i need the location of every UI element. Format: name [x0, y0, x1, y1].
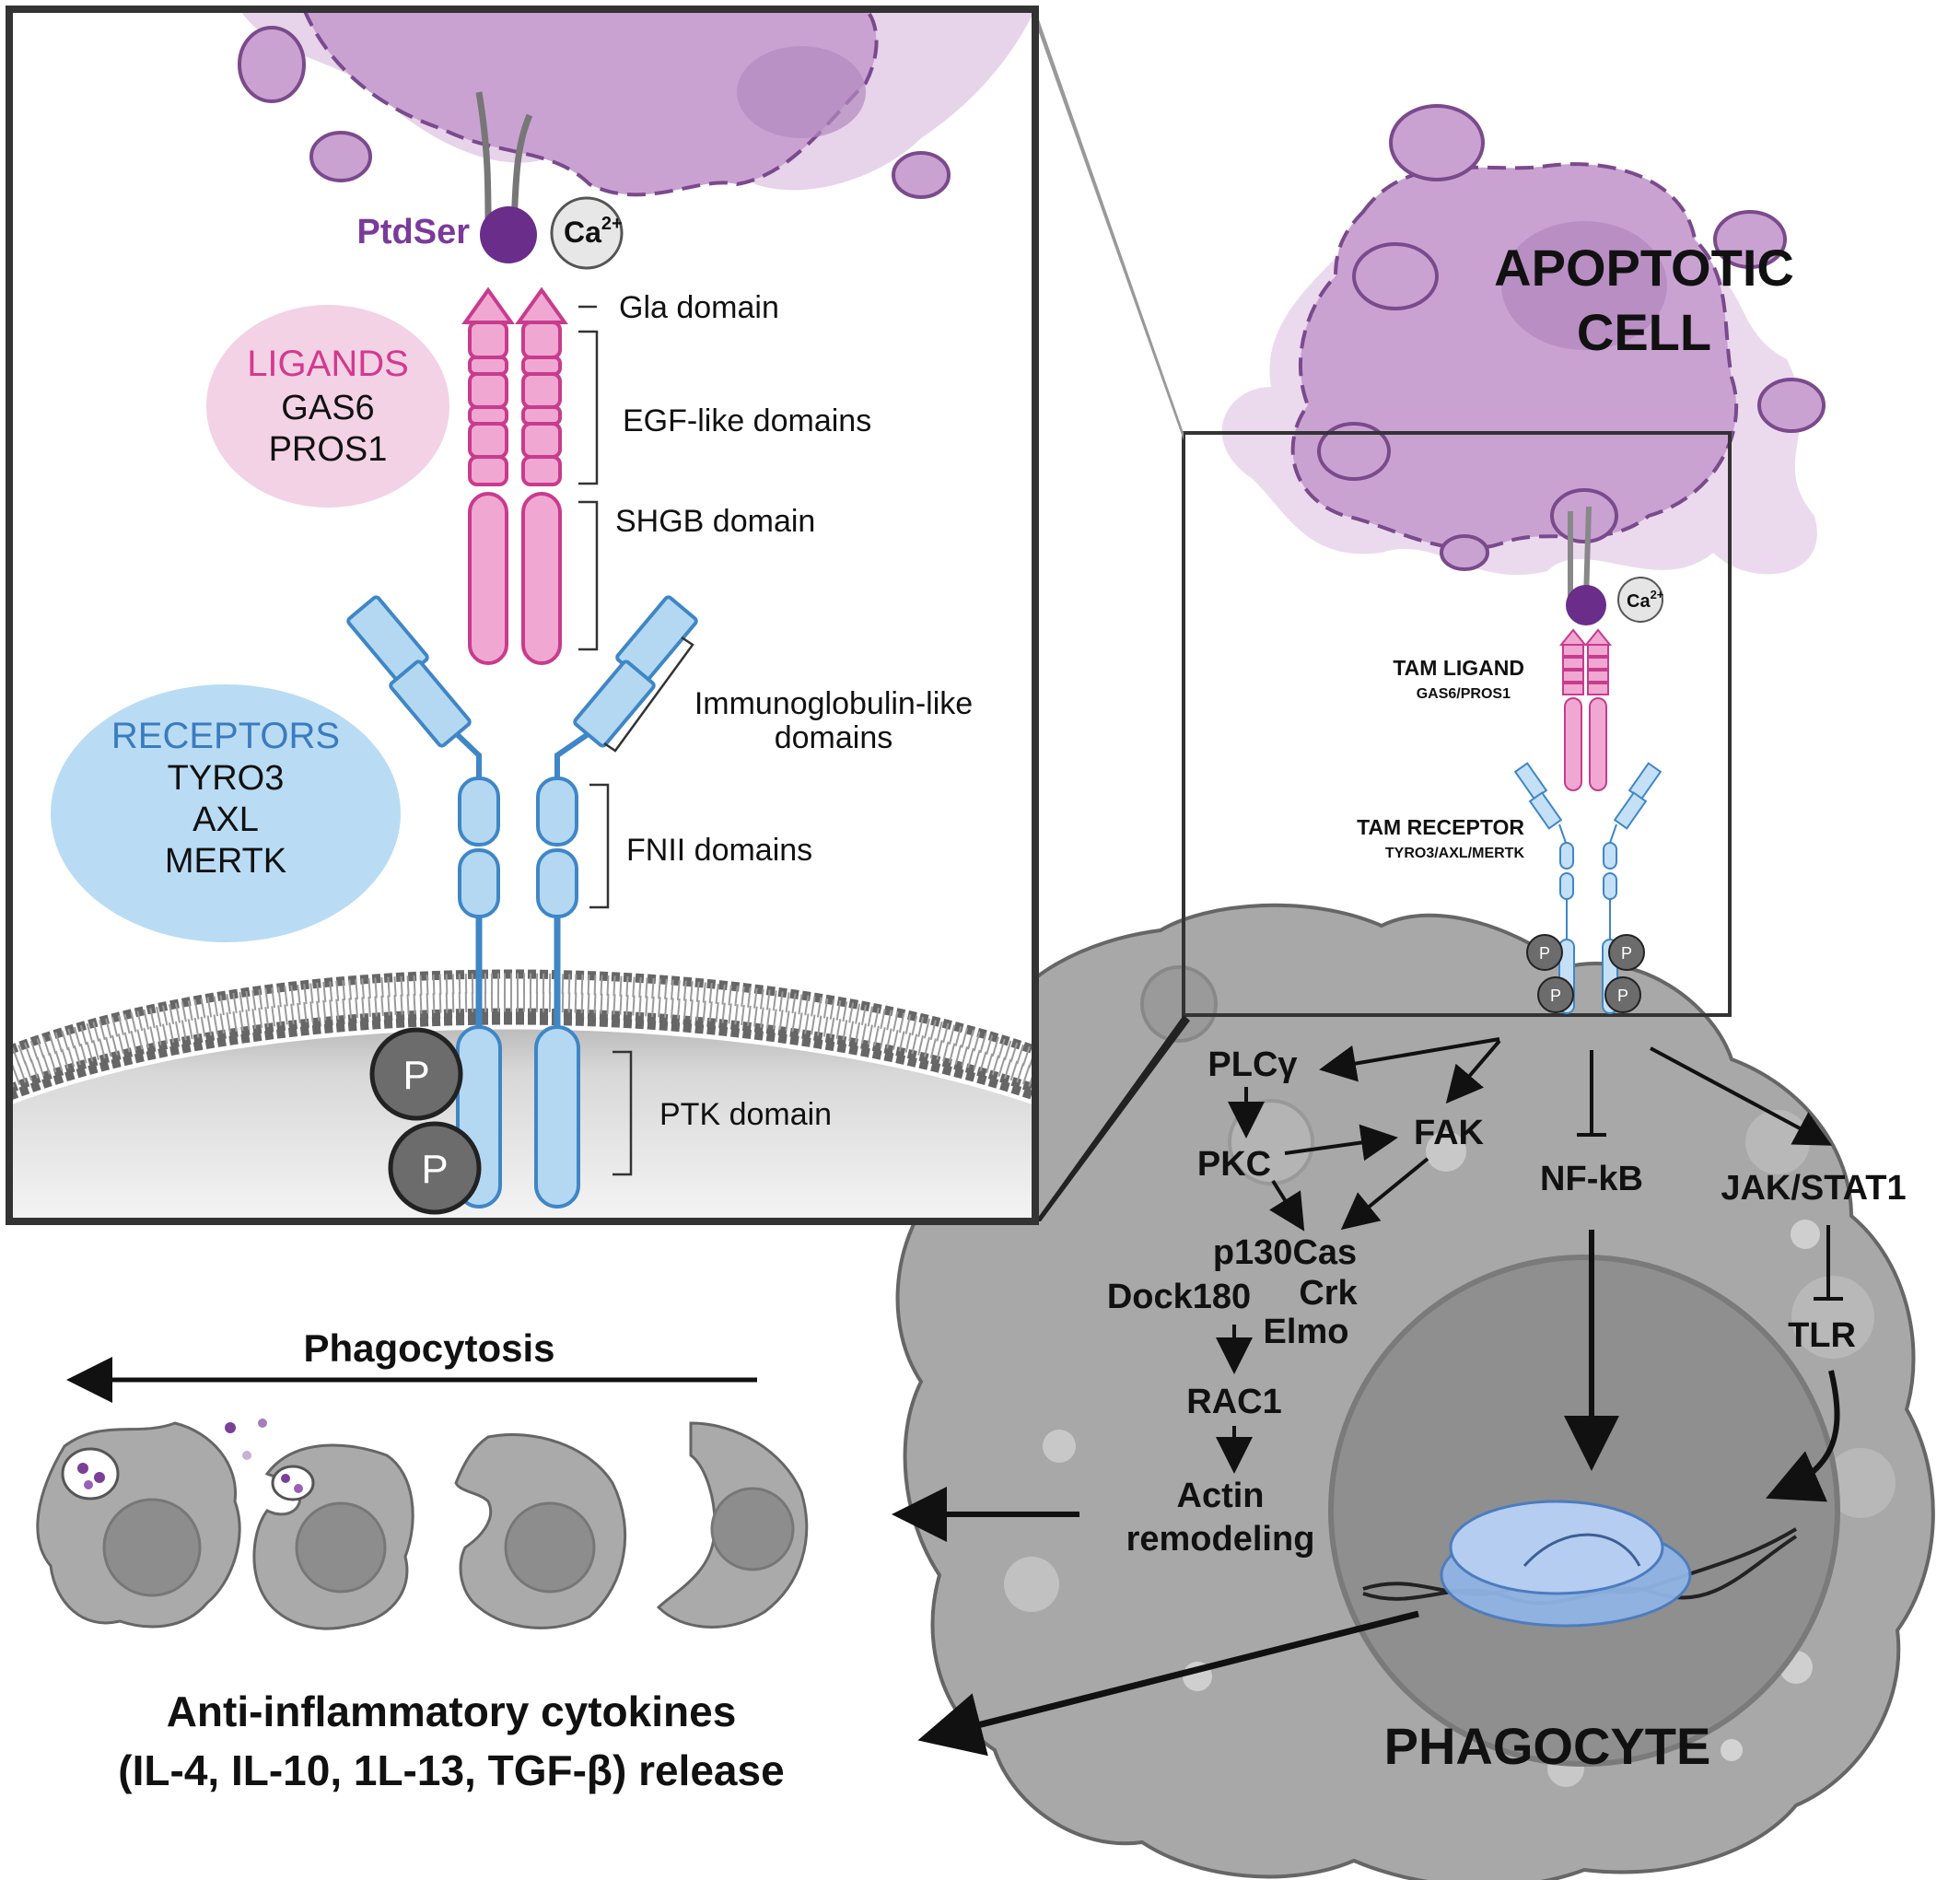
dock180-label: Dock180	[1107, 1278, 1251, 1316]
phagocytosis-cell-2	[252, 1443, 414, 1630]
phagocyte-cell	[895, 903, 1935, 1880]
phagocyte-label: PHAGOCYTE	[1384, 1717, 1711, 1775]
plcg-label: PLCγ	[1208, 1045, 1297, 1084]
svg-text:Ca2+: Ca2+	[1627, 588, 1664, 612]
receptor-axl: AXL	[192, 800, 259, 839]
pkc-label: PKC	[1197, 1145, 1271, 1184]
phagocytosis-cell-1	[36, 1421, 241, 1629]
ligand-structure	[461, 286, 568, 665]
actin-label-2: remodeling	[1126, 1520, 1315, 1559]
receptors-title: RECEPTORS	[111, 716, 340, 756]
inset-phospho-group: P P	[369, 1027, 482, 1215]
rac1-label: RAC1	[1186, 1383, 1281, 1421]
svg-text:P: P	[402, 1053, 429, 1098]
zoom-tam-receptor-sub: TYRO3/AXL/MERTK	[1385, 846, 1525, 861]
svg-text:P: P	[1621, 944, 1632, 963]
shgb-domain-label: SHGB domain	[615, 504, 815, 539]
svg-text:P: P	[1550, 987, 1561, 1005]
cytokines-label-2: (IL-4, IL-10, 1L-13, TGF-β) release	[118, 1746, 784, 1794]
apoptotic-cell-label-2: CELL	[1577, 303, 1711, 361]
zoom-calcium-ion	[1617, 577, 1663, 623]
pathway-arrows	[66, 1037, 1843, 1757]
zoom-tam-receptor-title: TAM RECEPTOR	[1357, 815, 1524, 839]
zoom-receptor	[1513, 762, 1662, 1014]
domain-brackets	[578, 305, 694, 1176]
phagocytosis-label: Phagocytosis	[303, 1326, 554, 1370]
jakstat1-label: JAK/STAT1	[1721, 1169, 1906, 1208]
zoom-tam-ligand-title: TAM LIGAND	[1393, 656, 1524, 680]
receptor-tyro3: TYRO3	[168, 759, 285, 798]
apoptotic-cell-label: APOPTOTIC	[1494, 239, 1794, 297]
ligand-gas6: GAS6	[281, 389, 374, 427]
ig-domain-label: Immunoglobulin-like	[694, 686, 973, 721]
fnii-domain-label: FNII domains	[626, 833, 812, 868]
ligand-pros1: PROS1	[269, 430, 388, 469]
svg-text:P: P	[1539, 944, 1550, 963]
zoom-box: Ca2+ TAM LIGAND GAS6/PROS1	[1182, 431, 1732, 1017]
receptor-mertk: MERTK	[165, 842, 286, 881]
svg-text:P: P	[421, 1147, 448, 1192]
zoom-tam-ligand-sub: GAS6/PROS1	[1417, 686, 1511, 702]
gla-domain-label: Gla domain	[619, 290, 779, 325]
elmo-label: Elmo	[1264, 1313, 1349, 1351]
calcium-ion	[550, 196, 624, 270]
svg-text:P: P	[1617, 987, 1628, 1005]
tlr-label: TLR	[1788, 1316, 1856, 1355]
inset-panel: PtdSer Ca2+ LIGANDS GAS6 PROS1 RECEPTORS…	[6, 6, 1039, 1225]
ligands-title: LIGANDS	[247, 344, 409, 384]
cytokines-label: Anti-inflammatory cytokines	[167, 1687, 737, 1735]
phagocytosis-cell-3	[454, 1432, 627, 1629]
actin-label: Actin	[1177, 1477, 1265, 1515]
zoom-connector-lower	[1035, 1015, 1190, 1221]
ig-domain-label-2: domains	[775, 720, 893, 755]
fak-label: FAK	[1414, 1114, 1485, 1152]
zoom-ligand	[1558, 628, 1613, 791]
receptors-bubble	[51, 684, 401, 942]
apoptotic-cell	[1221, 104, 1826, 576]
ptdser-label: PtdSer	[357, 213, 471, 251]
zoom-ptdser-head	[1566, 585, 1606, 625]
egf-domain-label: EGF-like domains	[623, 403, 871, 438]
ligands-bubble	[206, 305, 449, 508]
zoom-connector	[1035, 9, 1184, 440]
phagocytosis-cell-4	[656, 1421, 809, 1629]
zoom-phospho-group: P P P P	[1526, 934, 1645, 1013]
ptdser-head	[480, 206, 537, 263]
crk-label: Crk	[1299, 1274, 1358, 1313]
nfkb-label: NF-kB	[1540, 1160, 1643, 1198]
p130cas-label: p130Cas	[1213, 1233, 1357, 1272]
svg-text:Ca2+: Ca2+	[564, 214, 623, 249]
ptk-domain-label: PTK domain	[659, 1097, 832, 1132]
